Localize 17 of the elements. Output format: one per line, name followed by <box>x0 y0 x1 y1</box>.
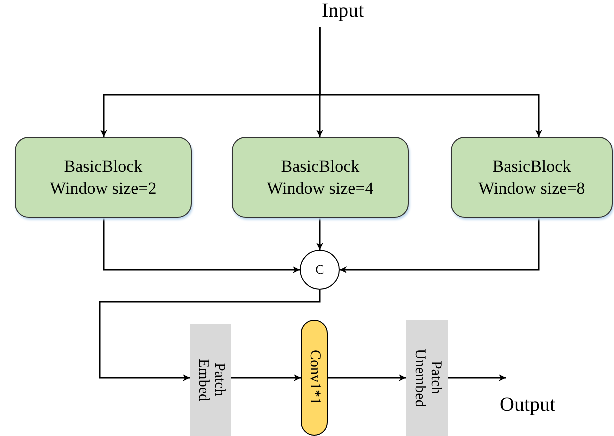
arrow <box>328 374 406 382</box>
arrow <box>103 218 300 274</box>
arrow <box>231 374 301 382</box>
arrow <box>316 218 324 250</box>
input-label: Input <box>314 0 374 27</box>
process-box: BasicBlock Window size=2 <box>15 137 192 218</box>
output-label: Output <box>500 394 556 417</box>
arrow <box>340 218 540 274</box>
process-box: BasicBlock Window size=4 <box>232 137 409 218</box>
process-box: Conv1*1 <box>301 320 328 436</box>
process-box: Patch Unembed <box>406 320 448 436</box>
process-box: Patch Embed <box>190 324 231 436</box>
concat-circle: C <box>300 250 340 290</box>
arrow <box>319 27 542 137</box>
arrow <box>448 374 506 382</box>
process-box: BasicBlock Window size=8 <box>451 137 613 218</box>
arrow <box>99 290 321 382</box>
